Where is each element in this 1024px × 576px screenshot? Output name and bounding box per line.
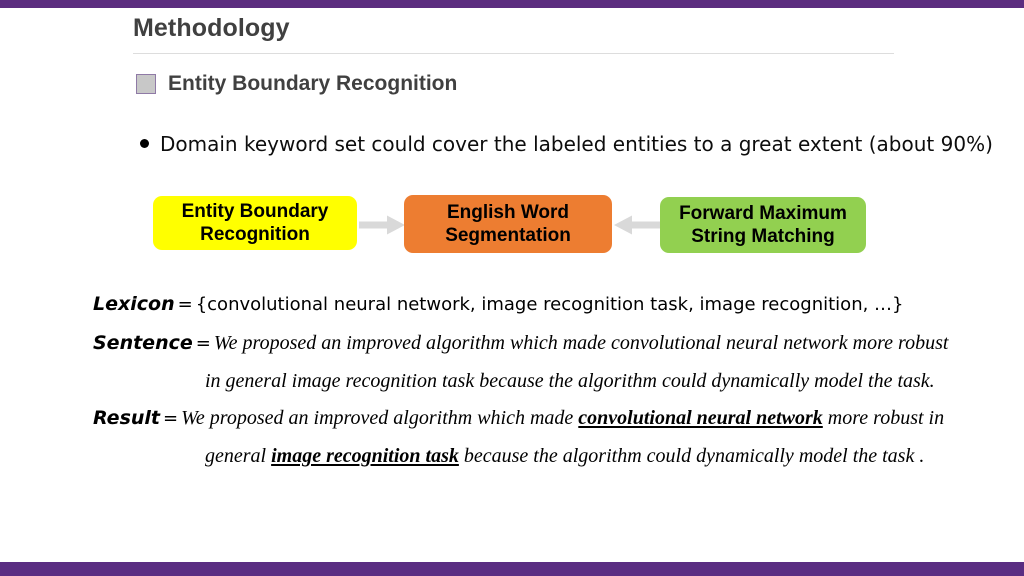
sentence-value-line-1: We proposed an improved algorithm which … xyxy=(213,331,949,354)
arrow-left-icon xyxy=(614,215,660,235)
box-line-1: Entity Boundary xyxy=(181,200,329,222)
box-line-1: Forward Maximum xyxy=(679,202,847,224)
forward-maximum-string-matching-box: Forward Maximum String Matching xyxy=(660,197,866,253)
page-title: Methodology xyxy=(133,14,290,42)
sentence-definition: Sentence=We proposed an improved algorit… xyxy=(93,325,993,362)
definition-block: Lexicon={convolutional neural network, i… xyxy=(93,287,993,475)
lexicon-definition: Lexicon={convolutional neural network, i… xyxy=(93,287,993,323)
result-line-2-highlight: image recognition task xyxy=(271,445,459,468)
result-line-2-prefix: general xyxy=(205,445,272,468)
section-heading: Entity Boundary Recognition xyxy=(136,72,457,96)
square-bullet-icon xyxy=(136,74,156,94)
box-line-1: English Word xyxy=(446,201,570,223)
result-line-2-suffix: because the algorithm could dynamically … xyxy=(458,445,925,468)
sentence-definition-continued: in general image recognition task becaus… xyxy=(93,363,993,400)
box-line-2: String Matching xyxy=(691,226,835,247)
lexicon-equals: = xyxy=(177,294,193,315)
box-line-2: Segmentation xyxy=(445,225,571,246)
result-line-1-prefix: We proposed an improved algorithm which … xyxy=(181,406,579,429)
sentence-value-line-2: in general image recognition task becaus… xyxy=(205,370,935,393)
result-label: Result xyxy=(93,406,161,429)
bottom-accent-bar xyxy=(0,562,1024,576)
lexicon-value: {convolutional neural network, image rec… xyxy=(195,294,904,315)
bullet-text: Domain keyword set could cover the label… xyxy=(160,132,993,156)
sentence-equals: = xyxy=(195,332,211,354)
result-definition-continued: general image recognition task because t… xyxy=(93,438,993,475)
section-heading-label: Entity Boundary Recognition xyxy=(168,72,458,95)
title-divider xyxy=(133,53,894,54)
sentence-label: Sentence xyxy=(93,331,193,354)
process-flow-diagram: Entity Boundary Recognition English Word… xyxy=(0,193,1024,257)
result-definition: Result=We proposed an improved algorithm… xyxy=(93,400,993,437)
top-accent-bar xyxy=(0,0,1024,8)
bullet-item: Domain keyword set could cover the label… xyxy=(140,132,993,156)
bullet-dot-icon xyxy=(140,139,149,148)
result-line-1-highlight: convolutional neural network xyxy=(578,406,823,429)
box-line-2: Recognition xyxy=(200,224,310,245)
english-word-segmentation-box: English Word Segmentation xyxy=(404,195,612,253)
arrow-right-icon xyxy=(359,215,405,235)
result-line-1-suffix: more robust in xyxy=(822,406,945,429)
lexicon-label: Lexicon xyxy=(93,293,175,315)
entity-boundary-recognition-box: Entity Boundary Recognition xyxy=(153,196,357,250)
result-equals: = xyxy=(163,407,179,429)
